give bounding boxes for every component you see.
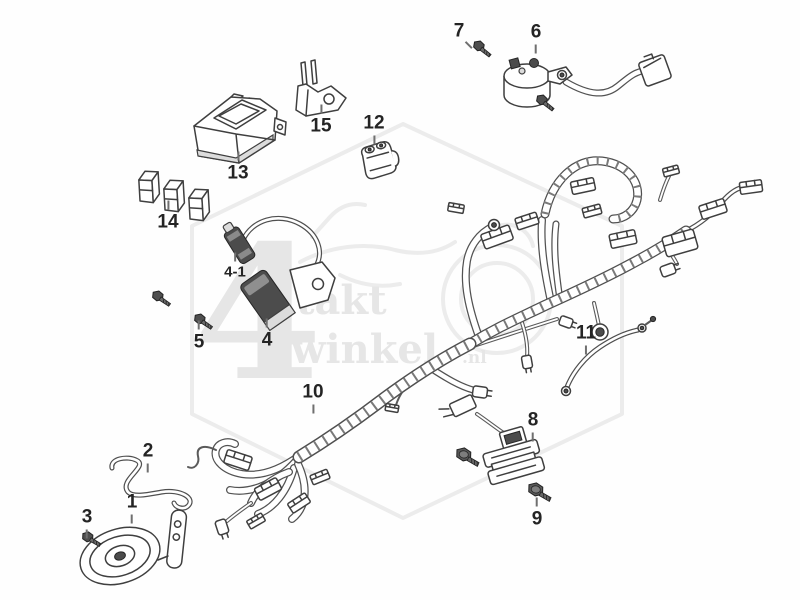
harness-connector	[660, 227, 700, 259]
part-number: 7	[453, 20, 465, 42]
leader-tick	[146, 463, 149, 473]
harness-plug	[520, 354, 535, 374]
part-number: 1	[126, 491, 138, 513]
leader-tick	[265, 318, 268, 328]
harness-connector	[569, 176, 597, 196]
part-callout-8: 8	[527, 409, 539, 442]
part-callout-4-1: 4-1	[224, 252, 246, 281]
part-12-switch	[360, 141, 400, 180]
harness-connector	[608, 228, 638, 250]
harness-plug	[557, 314, 579, 331]
part-callout-5: 5	[193, 320, 205, 353]
part-callout-10: 10	[302, 381, 324, 414]
harness-connector	[286, 492, 312, 514]
bolt-rectifier-left	[454, 446, 482, 468]
harness-connector	[661, 164, 681, 178]
part-number: 13	[227, 162, 249, 184]
harness-connector	[738, 178, 764, 196]
part-number: 12	[363, 112, 385, 134]
part-callout-12: 12	[363, 112, 385, 145]
leader-tick	[85, 529, 88, 539]
part-10-wire-harness	[187, 161, 764, 541]
part-6-starter-relay	[503, 53, 672, 108]
leader-tick	[535, 497, 538, 507]
part-4-ignition-coil	[222, 215, 336, 332]
harness-connector	[697, 197, 729, 221]
harness-connector	[447, 202, 465, 214]
leader-tick	[531, 432, 534, 442]
part-8-rectifier	[438, 394, 546, 486]
screw-coil-upper	[150, 288, 174, 308]
part-number: 10	[302, 381, 324, 403]
watermark-word-bottom: winkel	[290, 326, 438, 373]
harness-connector	[514, 211, 540, 231]
part-9-bolt	[526, 481, 554, 503]
watermark-domain-suffix: .nl	[462, 348, 487, 368]
part-number: 15	[310, 115, 332, 137]
part-number: 8	[527, 409, 539, 431]
leader-tick	[372, 135, 375, 145]
part-number: 14	[157, 211, 179, 233]
harness-connector	[384, 403, 400, 413]
part-callout-13: 13	[227, 151, 249, 184]
leader-tick	[319, 104, 322, 114]
part-callout-1: 1	[126, 491, 138, 524]
leader-tick	[236, 151, 239, 161]
part-2-wire-clip	[109, 455, 193, 511]
part-number: 4-1	[224, 263, 246, 281]
part-number: 11	[575, 322, 597, 344]
part-number: 5	[193, 331, 205, 353]
part-callout-6: 6	[530, 21, 542, 54]
harness-connector	[245, 512, 267, 530]
harness-plug	[471, 384, 494, 400]
part-callout-3: 3	[81, 506, 93, 539]
part-callout-9: 9	[531, 497, 543, 530]
leader-tick	[311, 404, 314, 414]
part-number: 9	[531, 508, 543, 530]
part-callout-14: 14	[157, 200, 179, 233]
part-number: 6	[530, 21, 542, 43]
leader-tick	[166, 200, 169, 210]
part-callout-2: 2	[142, 440, 154, 473]
part-number: 2	[142, 440, 154, 462]
part-number: 3	[81, 506, 93, 528]
part-15-bracket	[295, 59, 347, 117]
leader-tick	[234, 252, 236, 262]
leader-tick	[534, 44, 537, 54]
part-7-screw	[470, 38, 495, 58]
part-11-ground-cable	[560, 315, 657, 397]
part-callout-15: 15	[310, 104, 332, 137]
part-callout-7: 7	[453, 20, 473, 49]
part-4-1-spark-plug-cap	[222, 221, 256, 265]
leader-tick	[130, 514, 133, 524]
part-callout-4: 4	[261, 318, 273, 351]
part-13-cdi-unit	[193, 93, 287, 164]
part-1-horn	[79, 509, 188, 586]
part-number: 4	[261, 329, 273, 351]
leader-tick	[585, 345, 587, 355]
part-callout-11: 11	[575, 322, 597, 355]
harness-plug	[658, 260, 682, 279]
leader-tick	[197, 320, 200, 330]
